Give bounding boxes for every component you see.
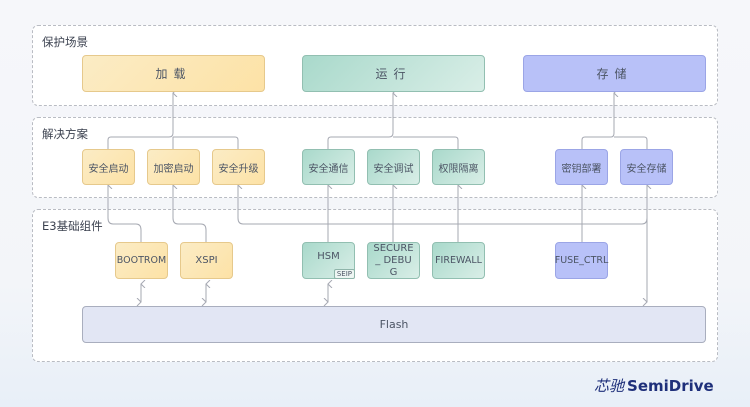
solution-secure-upgrade: 安全升级: [212, 149, 265, 185]
solution-label: 安全升级: [218, 163, 259, 175]
wire-load-3: [173, 136, 239, 150]
solution-secure-storage: 安全存储: [620, 149, 673, 185]
solution-label: 加密启动: [153, 163, 194, 175]
seip-badge: SEIP: [333, 269, 355, 279]
solution-secure-boot: 安全启动: [82, 149, 135, 185]
flash-label: Flash: [379, 318, 409, 331]
scenario-storage: 存储: [523, 55, 706, 92]
storage-flash: Flash: [82, 306, 706, 343]
solution-label: 安全调试: [373, 163, 414, 175]
scenario-label: 存储: [596, 67, 633, 81]
scenario-run: 运行: [302, 55, 485, 92]
solution-label: 安全启动: [88, 163, 129, 175]
solution-secure-communication: 安全通信: [302, 149, 355, 185]
wire-store-2: [614, 136, 648, 150]
scenario-label: 运行: [375, 67, 412, 81]
solution-encrypted-boot: 加密启动: [147, 149, 200, 185]
wire-run: [327, 93, 393, 150]
section-title: 保护场景: [42, 35, 88, 49]
wire-store: [581, 93, 614, 150]
component-label: BOOTROM: [116, 255, 167, 266]
logo-cn-text: 芯驰: [594, 377, 625, 395]
component-label: SECURE_ DEBUG: [373, 242, 414, 278]
component-xspi: XSPI: [180, 242, 233, 279]
wire-load: [107, 93, 173, 150]
wire-run-3: [393, 136, 459, 150]
scenario-load: 加载: [82, 55, 265, 92]
wire-xspi: [173, 185, 207, 242]
wire-bootrom: [108, 185, 142, 242]
component-fuse-ctrl: FUSE_CTRL: [555, 242, 608, 279]
component-secure-debug: SECURE_ DEBUG: [367, 242, 420, 279]
component-bootrom: BOOTROM: [115, 242, 168, 279]
solution-label: 密钥部署: [561, 163, 602, 175]
logo-en-text: SemiDrive: [627, 377, 714, 395]
wire-hsm-upgrade: [238, 185, 329, 242]
wire-hsm-storage: [328, 185, 647, 225]
component-hsm: HSM SEIP: [302, 242, 355, 279]
component-label: HSM: [317, 251, 340, 262]
solution-label: 安全存储: [626, 163, 667, 175]
component-label: FIREWALL: [435, 255, 482, 266]
component-firewall: FIREWALL: [432, 242, 485, 279]
section-title: 解决方案: [42, 127, 88, 141]
component-label: FUSE_CTRL: [554, 255, 609, 266]
solution-label: 权限隔离: [438, 163, 479, 175]
solution-permission-isolation: 权限隔离: [432, 149, 485, 185]
scenario-label: 加载: [155, 67, 192, 81]
section-title: E3基础组件: [42, 219, 103, 233]
solution-label: 安全通信: [308, 163, 349, 175]
solution-secure-debug: 安全调试: [367, 149, 420, 185]
solution-key-provisioning: 密钥部署: [555, 149, 608, 185]
component-label: XSPI: [195, 255, 218, 266]
